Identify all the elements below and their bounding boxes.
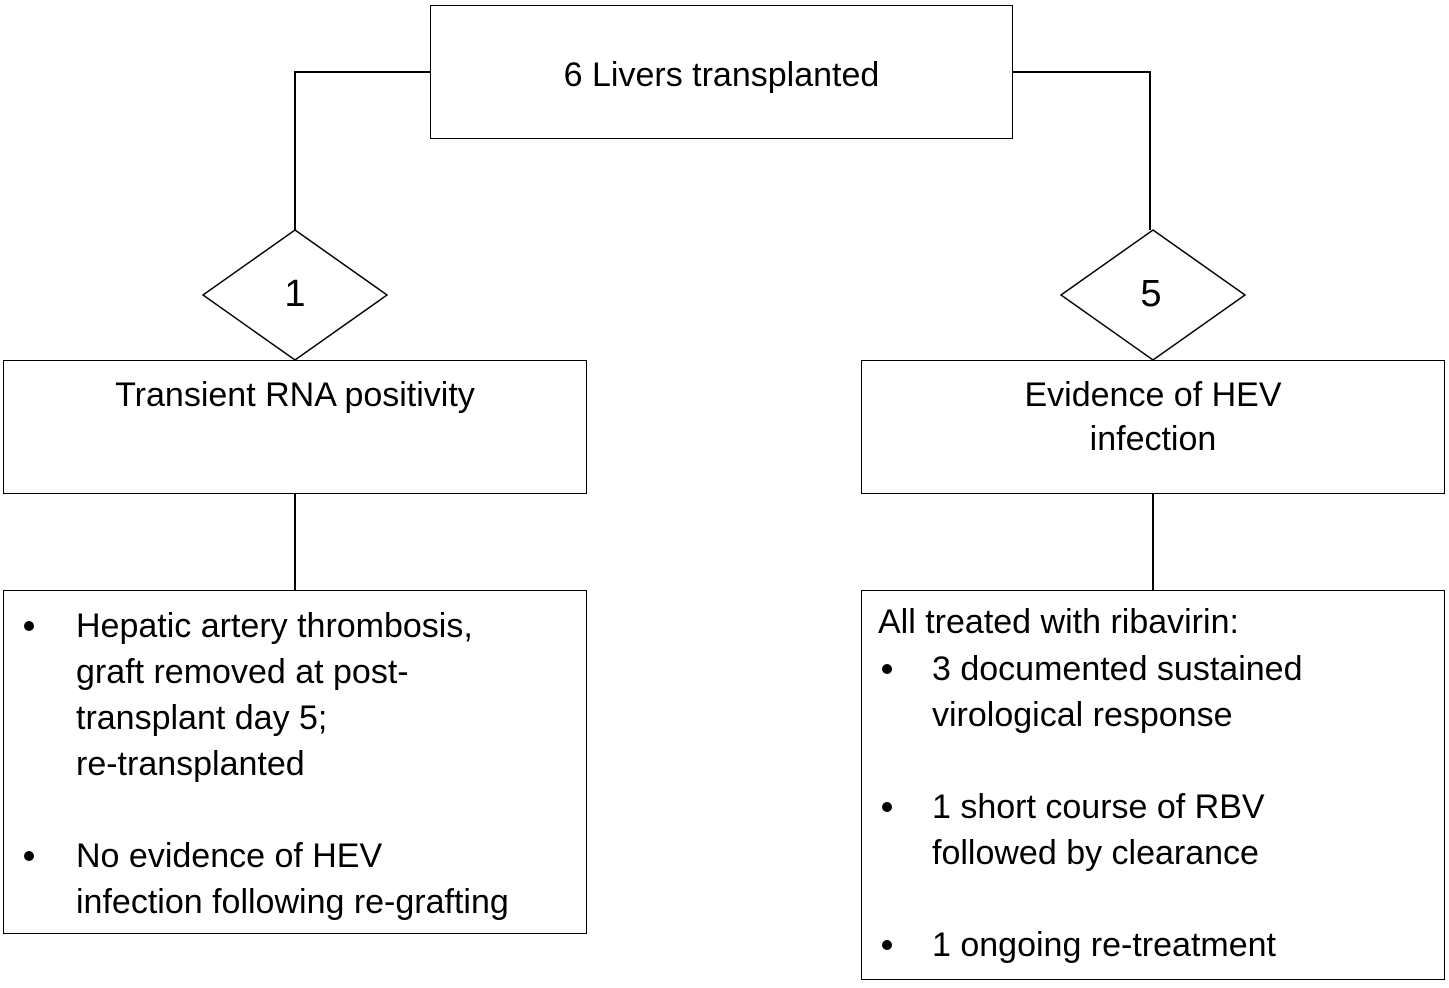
right-item-2-line1: 1 short course of RBV bbox=[932, 788, 1265, 826]
right-item-2: 1 short course of RBV followed by cleara… bbox=[932, 784, 1265, 876]
left-item-1-line3: transplant day 5; bbox=[76, 699, 328, 737]
top-box: 6 Livers transplanted bbox=[430, 5, 1013, 139]
right-item-1-line1: 3 documented sustained bbox=[932, 650, 1303, 688]
right-item-2-line2: followed by clearance bbox=[932, 834, 1259, 872]
left-heading-box: Transient RNA positivity bbox=[3, 360, 587, 494]
right-heading-line2: infection bbox=[1089, 420, 1217, 458]
connector-top-left bbox=[294, 71, 431, 230]
right-item-1: 3 documented sustained virological respo… bbox=[932, 646, 1302, 738]
left-item-2: No evidence of HEV infection following r… bbox=[76, 833, 509, 925]
right-details-box: All treated with ribavirin: 3 documented… bbox=[861, 590, 1445, 980]
left-heading: Transient RNA positivity bbox=[115, 376, 475, 414]
right-heading: Evidence of HEV infection bbox=[862, 373, 1444, 461]
right-intro: All treated with ribavirin: bbox=[878, 603, 1239, 641]
bullet-dot bbox=[882, 940, 892, 950]
right-item-3: 1 ongoing re-treatment bbox=[932, 922, 1276, 968]
diamond-left-count: 1 bbox=[284, 273, 306, 315]
bullet-dot bbox=[24, 851, 34, 861]
left-item-1-line4: re-transplanted bbox=[76, 745, 305, 783]
connector-top-right bbox=[1012, 71, 1151, 230]
diamond-right-count: 5 bbox=[1140, 273, 1162, 315]
left-item-1: Hepatic artery thrombosis, graft removed… bbox=[76, 603, 473, 787]
left-item-1-line2: graft removed at post- bbox=[76, 653, 409, 691]
right-heading-line1: Evidence of HEV bbox=[1024, 376, 1282, 414]
left-details-box: Hepatic artery thrombosis, graft removed… bbox=[3, 590, 587, 934]
left-item-1-line1: Hepatic artery thrombosis, bbox=[76, 607, 473, 645]
bullet-dot bbox=[882, 802, 892, 812]
bullet-dot bbox=[24, 621, 34, 631]
left-item-2-line1: No evidence of HEV bbox=[76, 837, 383, 875]
right-item-1-line2: virological response bbox=[932, 696, 1233, 734]
top-box-label: 6 Livers transplanted bbox=[563, 56, 880, 94]
bullet-dot bbox=[882, 664, 892, 674]
right-heading-box: Evidence of HEV infection bbox=[861, 360, 1445, 494]
right-item-3-line1: 1 ongoing re-treatment bbox=[932, 926, 1276, 964]
left-item-2-line2: infection following re-grafting bbox=[76, 883, 509, 921]
